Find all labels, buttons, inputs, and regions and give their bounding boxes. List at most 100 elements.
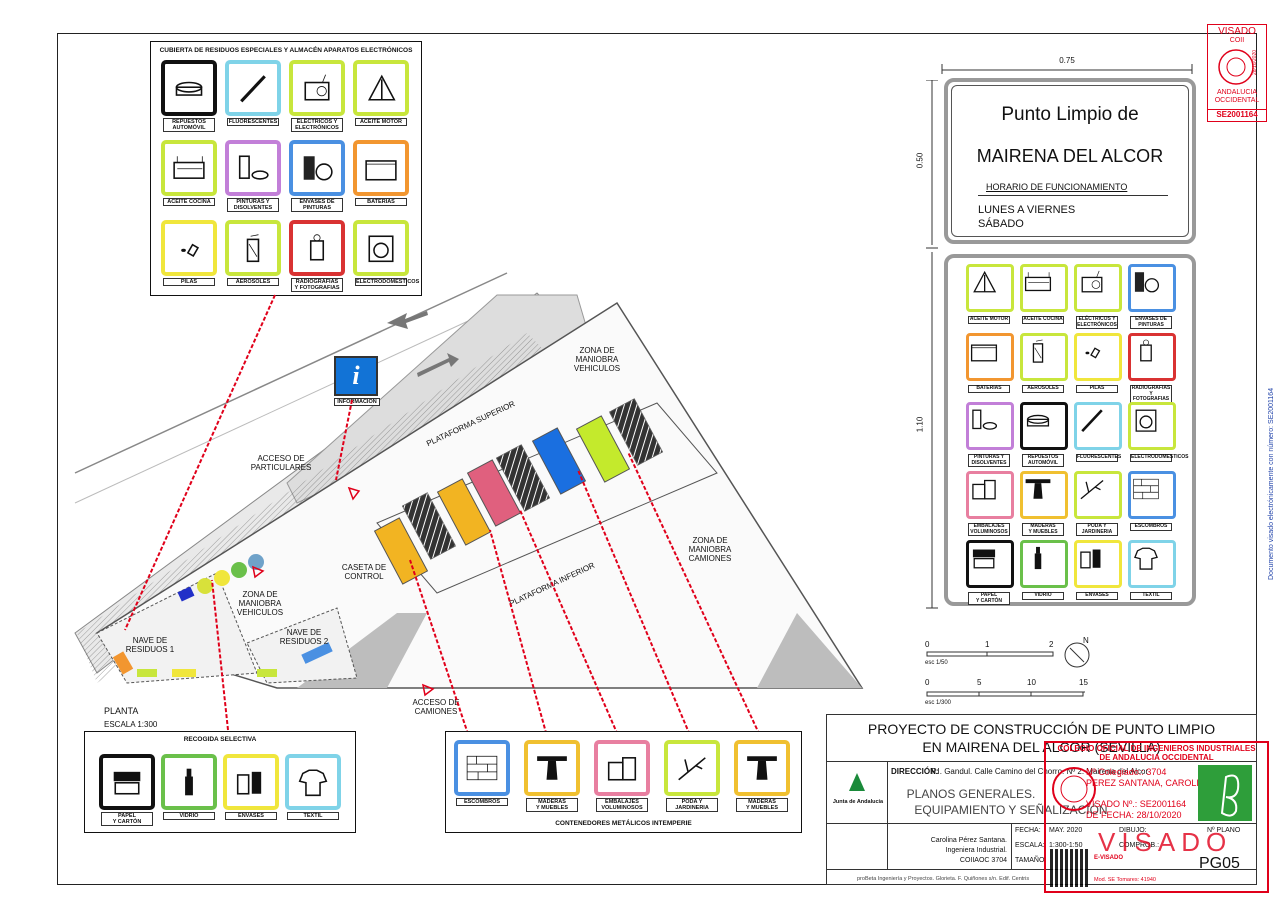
radiografias-y-fotografias-icon — [1128, 333, 1176, 381]
platform-container — [436, 478, 492, 546]
north-arrow-icon — [1062, 640, 1092, 670]
platform-container — [531, 427, 587, 495]
papel-y-carton-icon — [99, 754, 155, 810]
acceso-camiones-label: ACCESO DE CAMIONES — [412, 698, 460, 716]
textil-label: TEXTIL — [287, 812, 339, 820]
top-legend-title: CUBIERTA DE RESIDUOS ESPECIALES Y ALMACÉ… — [159, 47, 413, 54]
radiografias-y-fotografias-icon — [289, 220, 345, 276]
sign-height-dims: 0.50 1.10 — [915, 79, 940, 610]
textil-icon — [1128, 540, 1176, 588]
repuestos-automovil-label: REPUESTOS AUTOMÓVIL — [1022, 454, 1064, 467]
escombros-label: ESCOMBROS — [456, 798, 508, 806]
stamp-logo-icon — [1198, 765, 1252, 821]
tb-vrule-2 — [1011, 823, 1012, 870]
pinturas-y-disolventes-label: PINTURAS Y DISOLVENTES — [227, 198, 279, 212]
stamp-visado-num: VISADO Nº.: SE2001164 — [1086, 799, 1187, 809]
zona-vehiculos-2-label: ZONA DE MANIOBRA VEHICULOS — [236, 590, 284, 617]
top-legend: CUBIERTA DE RESIDUOS ESPECIALES Y ALMACÉ… — [150, 41, 422, 296]
scale1-tick-1: 1 — [985, 640, 990, 649]
pilas-icon — [1074, 333, 1122, 381]
envases-de-pinturas-icon — [1128, 264, 1176, 312]
caseta-label: CASETA DE CONTROL — [341, 563, 387, 581]
visado-date: 28/10/2020 — [1252, 49, 1258, 75]
envases-label: ENVASES — [1076, 592, 1118, 600]
stamp-name: PEREZ SANTANA, CAROLINA — [1086, 778, 1212, 788]
scale1-tick-2: 2 — [1049, 640, 1054, 649]
stamp-mod: Mod. SE Tomares: 41940 — [1094, 877, 1156, 883]
electricos-y-electronicos-label: ELÉCTRICOS Y ELECTRÓNICOS — [1076, 316, 1118, 329]
north-label: N — [1083, 636, 1089, 645]
scale1-tick-0: 0 — [925, 640, 930, 649]
nave-2 — [246, 607, 358, 684]
sign-header-panel: Punto Limpio de MAIRENA DEL ALCOR HORARI… — [944, 78, 1196, 244]
plano-title-1: PLANOS GENERALES. — [906, 787, 1036, 801]
poda-y-jardineria-label: PODA Y JARDINERIA — [1076, 523, 1118, 536]
stamp-colegiado: Nº Colegiado.: 3704 — [1086, 767, 1167, 777]
schedule-rule — [978, 195, 1168, 196]
repuestos-automovil-label: REPUESTOS AUTOMÓVIL — [163, 118, 215, 132]
sign-title-2: MAIRENA DEL ALCOR — [976, 146, 1164, 166]
qr-icon — [1050, 849, 1088, 887]
schedule-header: HORARIO DE FUNCIONAMIENTO — [986, 182, 1128, 192]
electricos-y-electronicos-icon — [1074, 264, 1122, 312]
nplano-label: Nº PLANO — [1207, 827, 1241, 834]
planta-label: PLANTA — [104, 706, 139, 716]
scale2-tick-2: 10 — [1027, 678, 1036, 687]
drawing-frame — [57, 33, 1257, 885]
aceite-motor-label: ACEITE MOTOR — [355, 118, 407, 126]
author-line-1: Carolina Pérez Santana. — [930, 837, 1007, 844]
envases-icon — [1074, 540, 1122, 588]
platform-container-hatch — [609, 398, 663, 466]
escombros-icon — [454, 740, 510, 796]
dibujo-label: DIBUJO: — [1119, 827, 1147, 834]
platform-container — [466, 459, 522, 527]
platform-container-hatch — [402, 492, 456, 560]
textil-label: TEXTIL — [1130, 592, 1172, 600]
junta-logo-icon — [845, 771, 869, 795]
visado-region-2: OCCIDENTAL — [1214, 97, 1260, 104]
poda-y-jardineria-icon — [1074, 471, 1122, 519]
containers — [373, 398, 664, 585]
stamp-evisado: E-VISADO — [1094, 855, 1124, 861]
scale2-tick-1: 5 — [977, 678, 982, 687]
envases-de-pinturas-label: ENVASES DE PINTURAS — [1130, 316, 1172, 329]
aerosoles-icon — [1020, 333, 1068, 381]
visado-region-1: ANDALUCIA — [1216, 89, 1258, 96]
recogida-title: RECOGIDA SELECTIVA — [183, 736, 257, 743]
stamp-line-2: DE ANDALUCIA OCCIDENTAL — [1099, 753, 1214, 762]
aceite-motor-icon — [353, 60, 409, 116]
scale2-tick-3: 15 — [1079, 678, 1088, 687]
electrodomesticos-icon — [1128, 402, 1176, 450]
author-line-3: COIIAOC 3704 — [959, 857, 1007, 864]
vidrio-icon — [161, 754, 217, 810]
envases-label: ENVASES — [225, 812, 277, 820]
title-block: PROYECTO DE CONSTRUCCIÓN DE PUNTO LIMPIO… — [826, 714, 1257, 885]
envases-de-pinturas-label: ENVASES DE PINTURAS — [291, 198, 343, 212]
baterias-label: BATERIAS — [968, 385, 1010, 393]
pilas-label: PILAS — [163, 278, 215, 286]
tb-rule-1 — [827, 761, 1256, 762]
aceite-cocina-label: ACEITE COCINA — [163, 198, 215, 206]
textil-icon — [285, 754, 341, 810]
aceite-cocina-icon — [1020, 264, 1068, 312]
stamp-fecha: DE FECHA: 28/10/2020 — [1086, 810, 1182, 820]
acceso-particulares-label: ACCESO DE PARTICULARES — [250, 454, 312, 472]
repuestos-automovil-icon — [1020, 402, 1068, 450]
nave-2-label: NAVE DE RESIDUOS 2 — [279, 628, 329, 646]
aerosoles-icon — [225, 220, 281, 276]
embalajes-voluminosos-label: EMBALAJES VOLUMINOSOS — [596, 798, 648, 812]
fluorescentes-label: FLUORESCENTES — [1076, 454, 1122, 462]
vidrio-label: VIDRIO — [163, 812, 215, 820]
visado-top-stamp: VISADO COII 28/10/2020 ANDALUCIA OCCIDEN… — [1207, 24, 1267, 122]
maderas-y-muebles-icon — [524, 740, 580, 796]
stamp-big-text: VISADO — [1098, 827, 1233, 857]
info-label: INFORMACION — [334, 398, 380, 406]
planta-escala-label: ESCALA 1:300 — [104, 720, 158, 729]
escala-label: ESCALA: — [1015, 842, 1045, 849]
site-plan — [74, 272, 864, 697]
radiografias-y-fotografias-label: RADIOGRAFIAS Y FOTOGRAFIAS — [291, 278, 343, 292]
escala-value: 1:300-1:50 — [1049, 842, 1083, 849]
envases-de-pinturas-icon — [289, 140, 345, 196]
fluorescentes-icon — [1074, 402, 1122, 450]
sign-title-1: Punto Limpio de — [1001, 104, 1139, 125]
